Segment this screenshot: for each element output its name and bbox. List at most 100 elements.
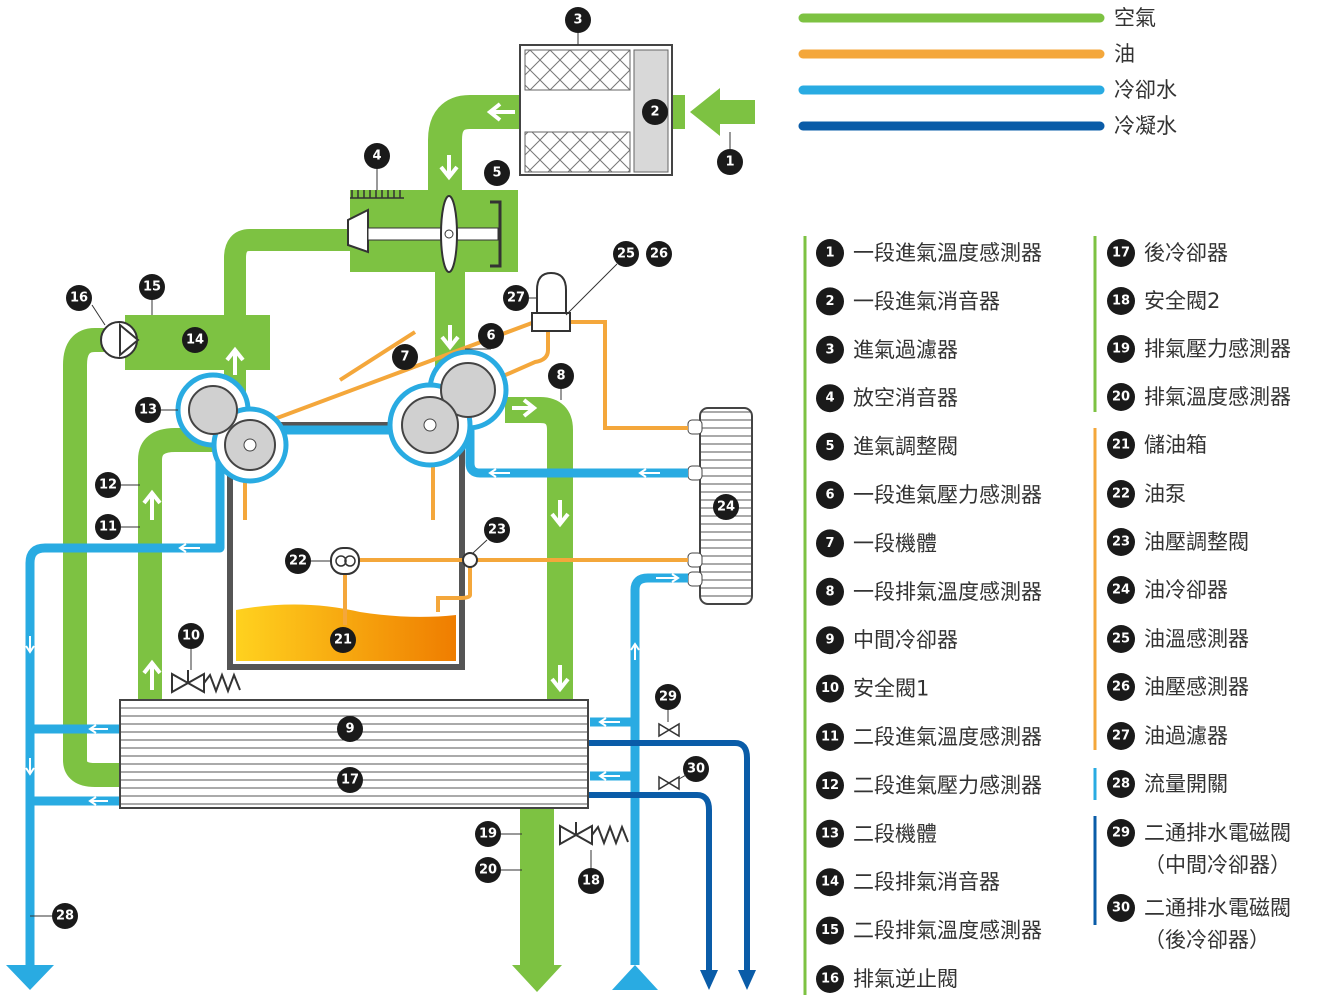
part-label: 油過濾器 bbox=[1144, 724, 1228, 748]
part-label: 後冷卻器 bbox=[1144, 241, 1228, 265]
diagram-badge: 14 bbox=[182, 327, 208, 353]
air-flow-arrows bbox=[142, 102, 570, 693]
part-label: 流量開關 bbox=[1144, 772, 1228, 796]
svg-text:29: 29 bbox=[659, 690, 677, 705]
part-label: 排氣壓力感測器 bbox=[1144, 337, 1291, 361]
discharge-check-valve bbox=[100, 321, 140, 359]
oil-feed-branch bbox=[338, 330, 417, 382]
air-arrow-down-2 bbox=[440, 325, 460, 351]
part-label: 排氣逆止閥 bbox=[853, 967, 958, 991]
part-label: 中間冷卻器 bbox=[853, 628, 958, 652]
part-label: 一段機體 bbox=[853, 531, 937, 555]
stage2-hub bbox=[243, 438, 257, 452]
part-number: 9 bbox=[825, 633, 834, 648]
part-number-badge bbox=[816, 287, 844, 316]
part-label: 一段排氣溫度感測器 bbox=[853, 580, 1042, 604]
diagram-badge: 13 bbox=[135, 397, 161, 423]
part-number-badge bbox=[816, 384, 844, 413]
part-number: 21 bbox=[1112, 438, 1130, 453]
diagram-badge: 19 bbox=[475, 821, 501, 847]
part-number: 11 bbox=[821, 730, 839, 745]
part-number: 13 bbox=[821, 826, 839, 841]
check-valve-arrow bbox=[119, 322, 140, 358]
part-number: 5 bbox=[825, 439, 834, 454]
part-label: 油泵 bbox=[1144, 482, 1186, 506]
intake-filter-element-top bbox=[524, 49, 631, 91]
air-arrow-up-2 bbox=[142, 659, 162, 690]
part-number-badge bbox=[816, 577, 844, 606]
drain-valve-30 bbox=[658, 775, 671, 791]
diagram-badge: 16 bbox=[66, 285, 92, 311]
valve-stem bbox=[367, 227, 499, 241]
part-label: 二段排氣溫度感測器 bbox=[853, 919, 1042, 943]
part-number-badge bbox=[1107, 625, 1135, 653]
part-number-badge bbox=[1107, 431, 1135, 459]
air-arrow-intake bbox=[486, 102, 515, 122]
part-label: 安全閥1 bbox=[853, 677, 929, 701]
svg-text:9: 9 bbox=[345, 722, 354, 737]
part-number: 16 bbox=[821, 972, 839, 987]
part-number-badge bbox=[816, 432, 844, 461]
part-number: 28 bbox=[1112, 777, 1130, 792]
condensate-paths bbox=[588, 740, 756, 990]
oil-cooler-port-4 bbox=[687, 571, 703, 587]
air-arrow-right bbox=[512, 398, 538, 418]
stage1-rotor-right bbox=[440, 362, 496, 418]
diagram-badge: 27 bbox=[503, 285, 529, 311]
diagram-badge: 12 bbox=[95, 472, 121, 498]
part-item: 16 排氣逆止閥 bbox=[816, 965, 958, 993]
diagram-badge: 24 bbox=[713, 494, 739, 520]
diagram-badge: 15 bbox=[139, 274, 165, 300]
diagram-badge: 23 bbox=[484, 517, 510, 543]
part-number-badge bbox=[1107, 287, 1135, 315]
part-label: 二通排水電磁閥 bbox=[1144, 896, 1291, 920]
part-sublabel: （後冷卻器） bbox=[1144, 928, 1270, 952]
part-number: 4 bbox=[825, 391, 834, 406]
part-item: 7 一段機體 bbox=[816, 529, 937, 558]
part-number-badge bbox=[816, 771, 844, 800]
drain-solenoid-valves bbox=[658, 722, 680, 791]
diagram-badge: 26 bbox=[646, 241, 672, 267]
svg-text:14: 14 bbox=[186, 333, 204, 348]
part-label: 安全閥2 bbox=[1144, 289, 1220, 313]
diagram-badge: 21 bbox=[330, 627, 356, 653]
air-arrow-up-1 bbox=[142, 489, 162, 520]
legend: 空氣 油 冷卻水 冷凝水 bbox=[798, 6, 1177, 138]
svg-text:25: 25 bbox=[617, 247, 635, 262]
diagram-badge: 2 bbox=[642, 99, 668, 125]
part-number-badge bbox=[816, 723, 844, 751]
diagram-badge: 18 bbox=[578, 868, 604, 894]
part-number: 2 bbox=[825, 294, 834, 309]
part-number-badge bbox=[1107, 528, 1135, 556]
svg-text:17: 17 bbox=[341, 773, 359, 788]
part-number: 7 bbox=[825, 536, 834, 551]
part-label: 一段進氣壓力感測器 bbox=[853, 483, 1042, 507]
part-number-badge bbox=[1107, 576, 1135, 604]
air-check-valve-loop bbox=[63, 328, 125, 787]
oil-cooler-port-2 bbox=[687, 465, 703, 481]
part-number-badge bbox=[1107, 722, 1135, 750]
part-label: 二段排氣消音器 bbox=[853, 870, 1000, 894]
drain-valve-30b bbox=[667, 775, 680, 791]
part-number: 12 bbox=[821, 778, 839, 793]
oil-pump-gear-1 bbox=[335, 555, 347, 567]
svg-text:13: 13 bbox=[139, 403, 157, 418]
leader-lines bbox=[30, 33, 731, 917]
diagram-badge: 8 bbox=[548, 363, 574, 389]
stage2-rotor-left bbox=[188, 385, 238, 435]
blowoff-silencer-cone bbox=[347, 208, 369, 254]
svg-text:8: 8 bbox=[556, 369, 565, 384]
part-number: 25 bbox=[1112, 632, 1130, 647]
part-number-badge bbox=[1107, 480, 1135, 508]
cw-outlet-arrow bbox=[6, 965, 54, 990]
stage1-airend bbox=[387, 349, 509, 468]
part-number: 26 bbox=[1112, 680, 1130, 695]
part-number: 29 bbox=[1112, 826, 1130, 841]
oil-return-to-tank bbox=[436, 560, 472, 612]
